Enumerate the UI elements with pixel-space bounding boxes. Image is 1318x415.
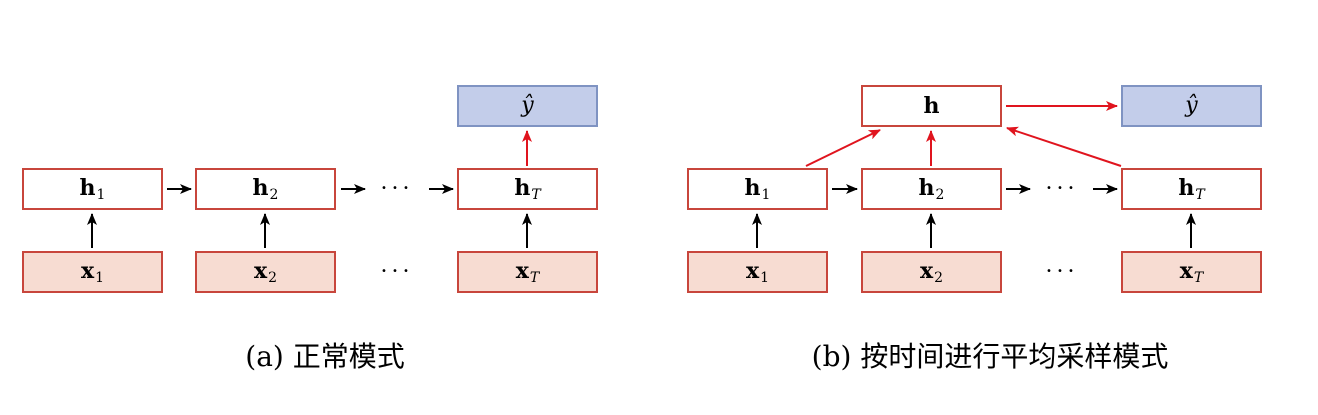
panel-b-pooled-h: h (861, 85, 1002, 127)
panel-a-hidden-dots: ··· (380, 176, 414, 202)
panel-a-hidden-h1: h1 (22, 168, 163, 210)
panel-a-hidden-h2: h2 (195, 168, 336, 210)
panel-b-input-xT: xT (1121, 251, 1262, 293)
panel-b-hidden-h2: h2 (861, 168, 1002, 210)
panel-a-caption: (a) 正常模式 (245, 340, 405, 373)
arrow-b-h1-h (805, 129, 881, 167)
panel-b-input-x1: x1 (687, 251, 828, 293)
panel-b-hidden-dots: ··· (1045, 176, 1079, 202)
panel-b-hidden-h1: h1 (687, 168, 828, 210)
panel-b-hidden-hT: hT (1121, 168, 1262, 210)
panel-b-caption: (b) 按时间进行平均采样模式 (811, 340, 1169, 373)
panel-b-input-dots: ··· (1045, 259, 1079, 285)
panel-a-input-dots: ··· (380, 259, 414, 285)
panel-b-output-yhat: ŷ (1121, 85, 1262, 127)
panel-a-input-x2: x2 (195, 251, 336, 293)
panel-a-input-x1: x1 (22, 251, 163, 293)
panel-a-hidden-hT: hT (457, 168, 598, 210)
panel-a-input-xT: xT (457, 251, 598, 293)
panel-b-input-x2: x2 (861, 251, 1002, 293)
panel-a-output-yhat: ŷ (457, 85, 598, 127)
arrow-b-hT-h (1006, 126, 1122, 167)
